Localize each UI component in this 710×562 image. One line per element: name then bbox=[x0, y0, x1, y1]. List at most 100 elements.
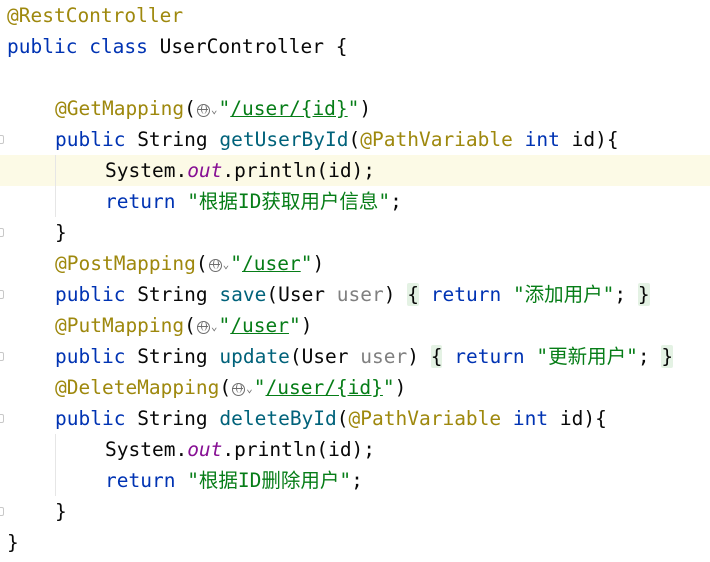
code-line[interactable]: @GetMapping(⌄"/user/{id}") bbox=[0, 93, 710, 124]
fold-marker-icon[interactable] bbox=[0, 135, 4, 144]
code-token: ; bbox=[614, 283, 638, 306]
fold-marker-icon[interactable] bbox=[0, 228, 4, 237]
keyword: public bbox=[55, 128, 138, 151]
code-token: ( bbox=[219, 376, 232, 399]
keyword: class bbox=[89, 35, 160, 58]
code-token: ; bbox=[351, 469, 363, 492]
code-token: String bbox=[137, 345, 220, 368]
code-line-content: System.out.println(id); bbox=[105, 434, 375, 465]
static-field: out bbox=[187, 438, 223, 461]
code-line-content: } bbox=[55, 217, 67, 248]
code-line[interactable]: public String update(User user) { return… bbox=[0, 341, 710, 372]
code-token: ( bbox=[184, 314, 196, 337]
code-line-content: @PostMapping(⌄"/user") bbox=[55, 248, 324, 279]
fold-marker-icon[interactable] bbox=[0, 290, 4, 299]
code-token: (User bbox=[266, 283, 337, 306]
string-literal: " bbox=[218, 97, 231, 120]
code-token bbox=[419, 283, 431, 306]
keyword: int bbox=[524, 128, 572, 151]
code-line[interactable]: @RestController bbox=[0, 0, 710, 31]
code-token: ; bbox=[390, 190, 402, 213]
keyword: public bbox=[55, 283, 138, 306]
code-line[interactable]: public String deleteById(@PathVariable i… bbox=[0, 403, 710, 434]
keyword: public bbox=[55, 345, 138, 368]
code-token: UserController { bbox=[159, 35, 348, 58]
code-line[interactable]: return "根据ID删除用户"; bbox=[0, 465, 710, 496]
code-line-content: public class UserController { bbox=[7, 31, 347, 62]
string-literal: "根据ID获取用户信息" bbox=[187, 190, 391, 213]
code-line[interactable]: System.out.println(id); bbox=[0, 434, 710, 465]
annotation: @PathVariable bbox=[360, 128, 525, 151]
keyword: public bbox=[55, 407, 138, 430]
unused-parameter: user bbox=[336, 283, 384, 306]
keyword: return bbox=[105, 469, 188, 492]
annotation: @PutMapping bbox=[55, 314, 185, 337]
folded-brace[interactable]: } bbox=[637, 283, 650, 306]
code-token: .println(id); bbox=[222, 159, 376, 182]
annotation: @PostMapping bbox=[55, 252, 196, 275]
folded-brace[interactable]: } bbox=[661, 345, 674, 368]
code-line[interactable]: @DeleteMapping(⌄"/user/{id}") bbox=[0, 372, 710, 403]
code-line[interactable]: } bbox=[0, 496, 710, 527]
url-path[interactable]: /user/{id} bbox=[230, 97, 348, 120]
code-token: ) bbox=[383, 283, 408, 306]
url-path[interactable]: /user bbox=[242, 252, 301, 275]
code-line[interactable]: return "根据ID获取用户信息"; bbox=[0, 186, 710, 217]
annotation: @GetMapping bbox=[55, 97, 185, 120]
globe-icon bbox=[196, 320, 210, 334]
code-token: (User bbox=[289, 345, 361, 368]
keyword: return bbox=[105, 190, 188, 213]
code-line-content: public String deleteById(@PathVariable i… bbox=[55, 403, 607, 434]
keyword: return bbox=[454, 345, 537, 368]
code-token: } bbox=[55, 500, 67, 523]
method-name: save bbox=[219, 283, 267, 306]
code-line[interactable]: public class UserController { bbox=[0, 31, 710, 62]
fold-marker-icon[interactable] bbox=[0, 352, 4, 361]
fold-marker-icon[interactable] bbox=[0, 414, 4, 423]
globe-icon bbox=[196, 103, 210, 117]
code-line[interactable]: } bbox=[0, 217, 710, 248]
code-token: ) bbox=[407, 345, 431, 368]
code-token: } bbox=[7, 531, 19, 554]
code-line[interactable]: @PutMapping(⌄"/user") bbox=[0, 310, 710, 341]
chevron-down-icon: ⌄ bbox=[246, 382, 253, 395]
folded-brace[interactable]: { bbox=[430, 345, 443, 368]
editor-gutter[interactable] bbox=[0, 0, 6, 562]
string-literal: " bbox=[253, 376, 266, 399]
fold-marker-icon[interactable] bbox=[0, 507, 4, 516]
code-line[interactable]: } bbox=[0, 527, 710, 558]
globe-icon bbox=[232, 382, 246, 396]
keyword: public bbox=[7, 35, 90, 58]
code-token: String bbox=[137, 283, 220, 306]
url-inlay-chip[interactable]: ⌄ bbox=[232, 380, 253, 398]
method-name: deleteById bbox=[219, 407, 337, 430]
url-inlay-chip[interactable]: ⌄ bbox=[196, 318, 218, 336]
code-token: ( bbox=[336, 407, 349, 430]
code-token: .println(id); bbox=[222, 438, 376, 461]
url-path[interactable]: /user bbox=[230, 314, 289, 337]
code-line[interactable] bbox=[0, 62, 710, 93]
code-token: System. bbox=[105, 438, 188, 461]
code-line[interactable]: public String getUserById(@PathVariable … bbox=[0, 124, 710, 155]
indent-guide bbox=[55, 155, 56, 217]
code-token: ) bbox=[394, 376, 407, 399]
chevron-down-icon: ⌄ bbox=[210, 103, 218, 116]
code-line[interactable]: public String save(User user) { return "… bbox=[0, 279, 710, 310]
code-line-content: public String getUserById(@PathVariable … bbox=[55, 124, 619, 155]
string-literal: " bbox=[230, 252, 243, 275]
chevron-down-icon: ⌄ bbox=[210, 320, 218, 333]
code-line-content: System.out.println(id); bbox=[105, 155, 375, 186]
code-token: ; bbox=[637, 345, 662, 368]
code-token: ( bbox=[195, 252, 208, 275]
code-line[interactable]: System.out.println(id); bbox=[0, 155, 710, 186]
code-token: System. bbox=[105, 159, 188, 182]
url-inlay-chip[interactable]: ⌄ bbox=[208, 256, 229, 274]
string-literal: " bbox=[288, 314, 301, 337]
code-line[interactable]: @PostMapping(⌄"/user") bbox=[0, 248, 710, 279]
code-line-content: public String update(User user) { return… bbox=[55, 341, 674, 372]
static-field: out bbox=[187, 159, 223, 182]
url-path[interactable]: /user/{id} bbox=[265, 376, 383, 399]
folded-brace[interactable]: { bbox=[407, 283, 419, 306]
url-inlay-chip[interactable]: ⌄ bbox=[196, 101, 218, 119]
